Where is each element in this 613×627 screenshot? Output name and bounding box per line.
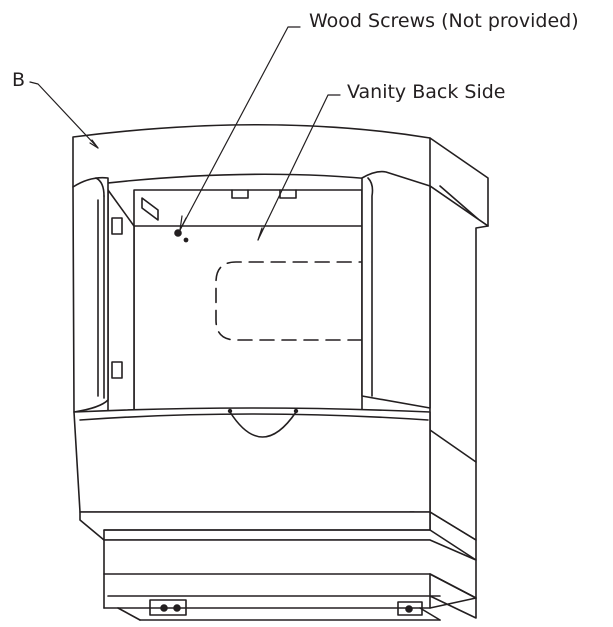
leveling-bracket-left bbox=[150, 600, 186, 615]
cabinet-right-side bbox=[430, 186, 488, 560]
left-door bbox=[73, 178, 108, 412]
wood-screws-callout: Wood Screws (Not provided) bbox=[309, 10, 579, 32]
vanity-back-side-callout: Vanity Back Side bbox=[347, 81, 506, 103]
cabinet-interior bbox=[108, 190, 362, 412]
right-door bbox=[362, 172, 430, 408]
lower-drawer-band bbox=[80, 512, 430, 540]
part-b-callout: B bbox=[12, 69, 26, 91]
leveling-bracket-right bbox=[398, 602, 422, 615]
cabinet-front-frame bbox=[74, 408, 430, 512]
base-plinth bbox=[104, 540, 476, 620]
leader-lines bbox=[30, 27, 340, 240]
